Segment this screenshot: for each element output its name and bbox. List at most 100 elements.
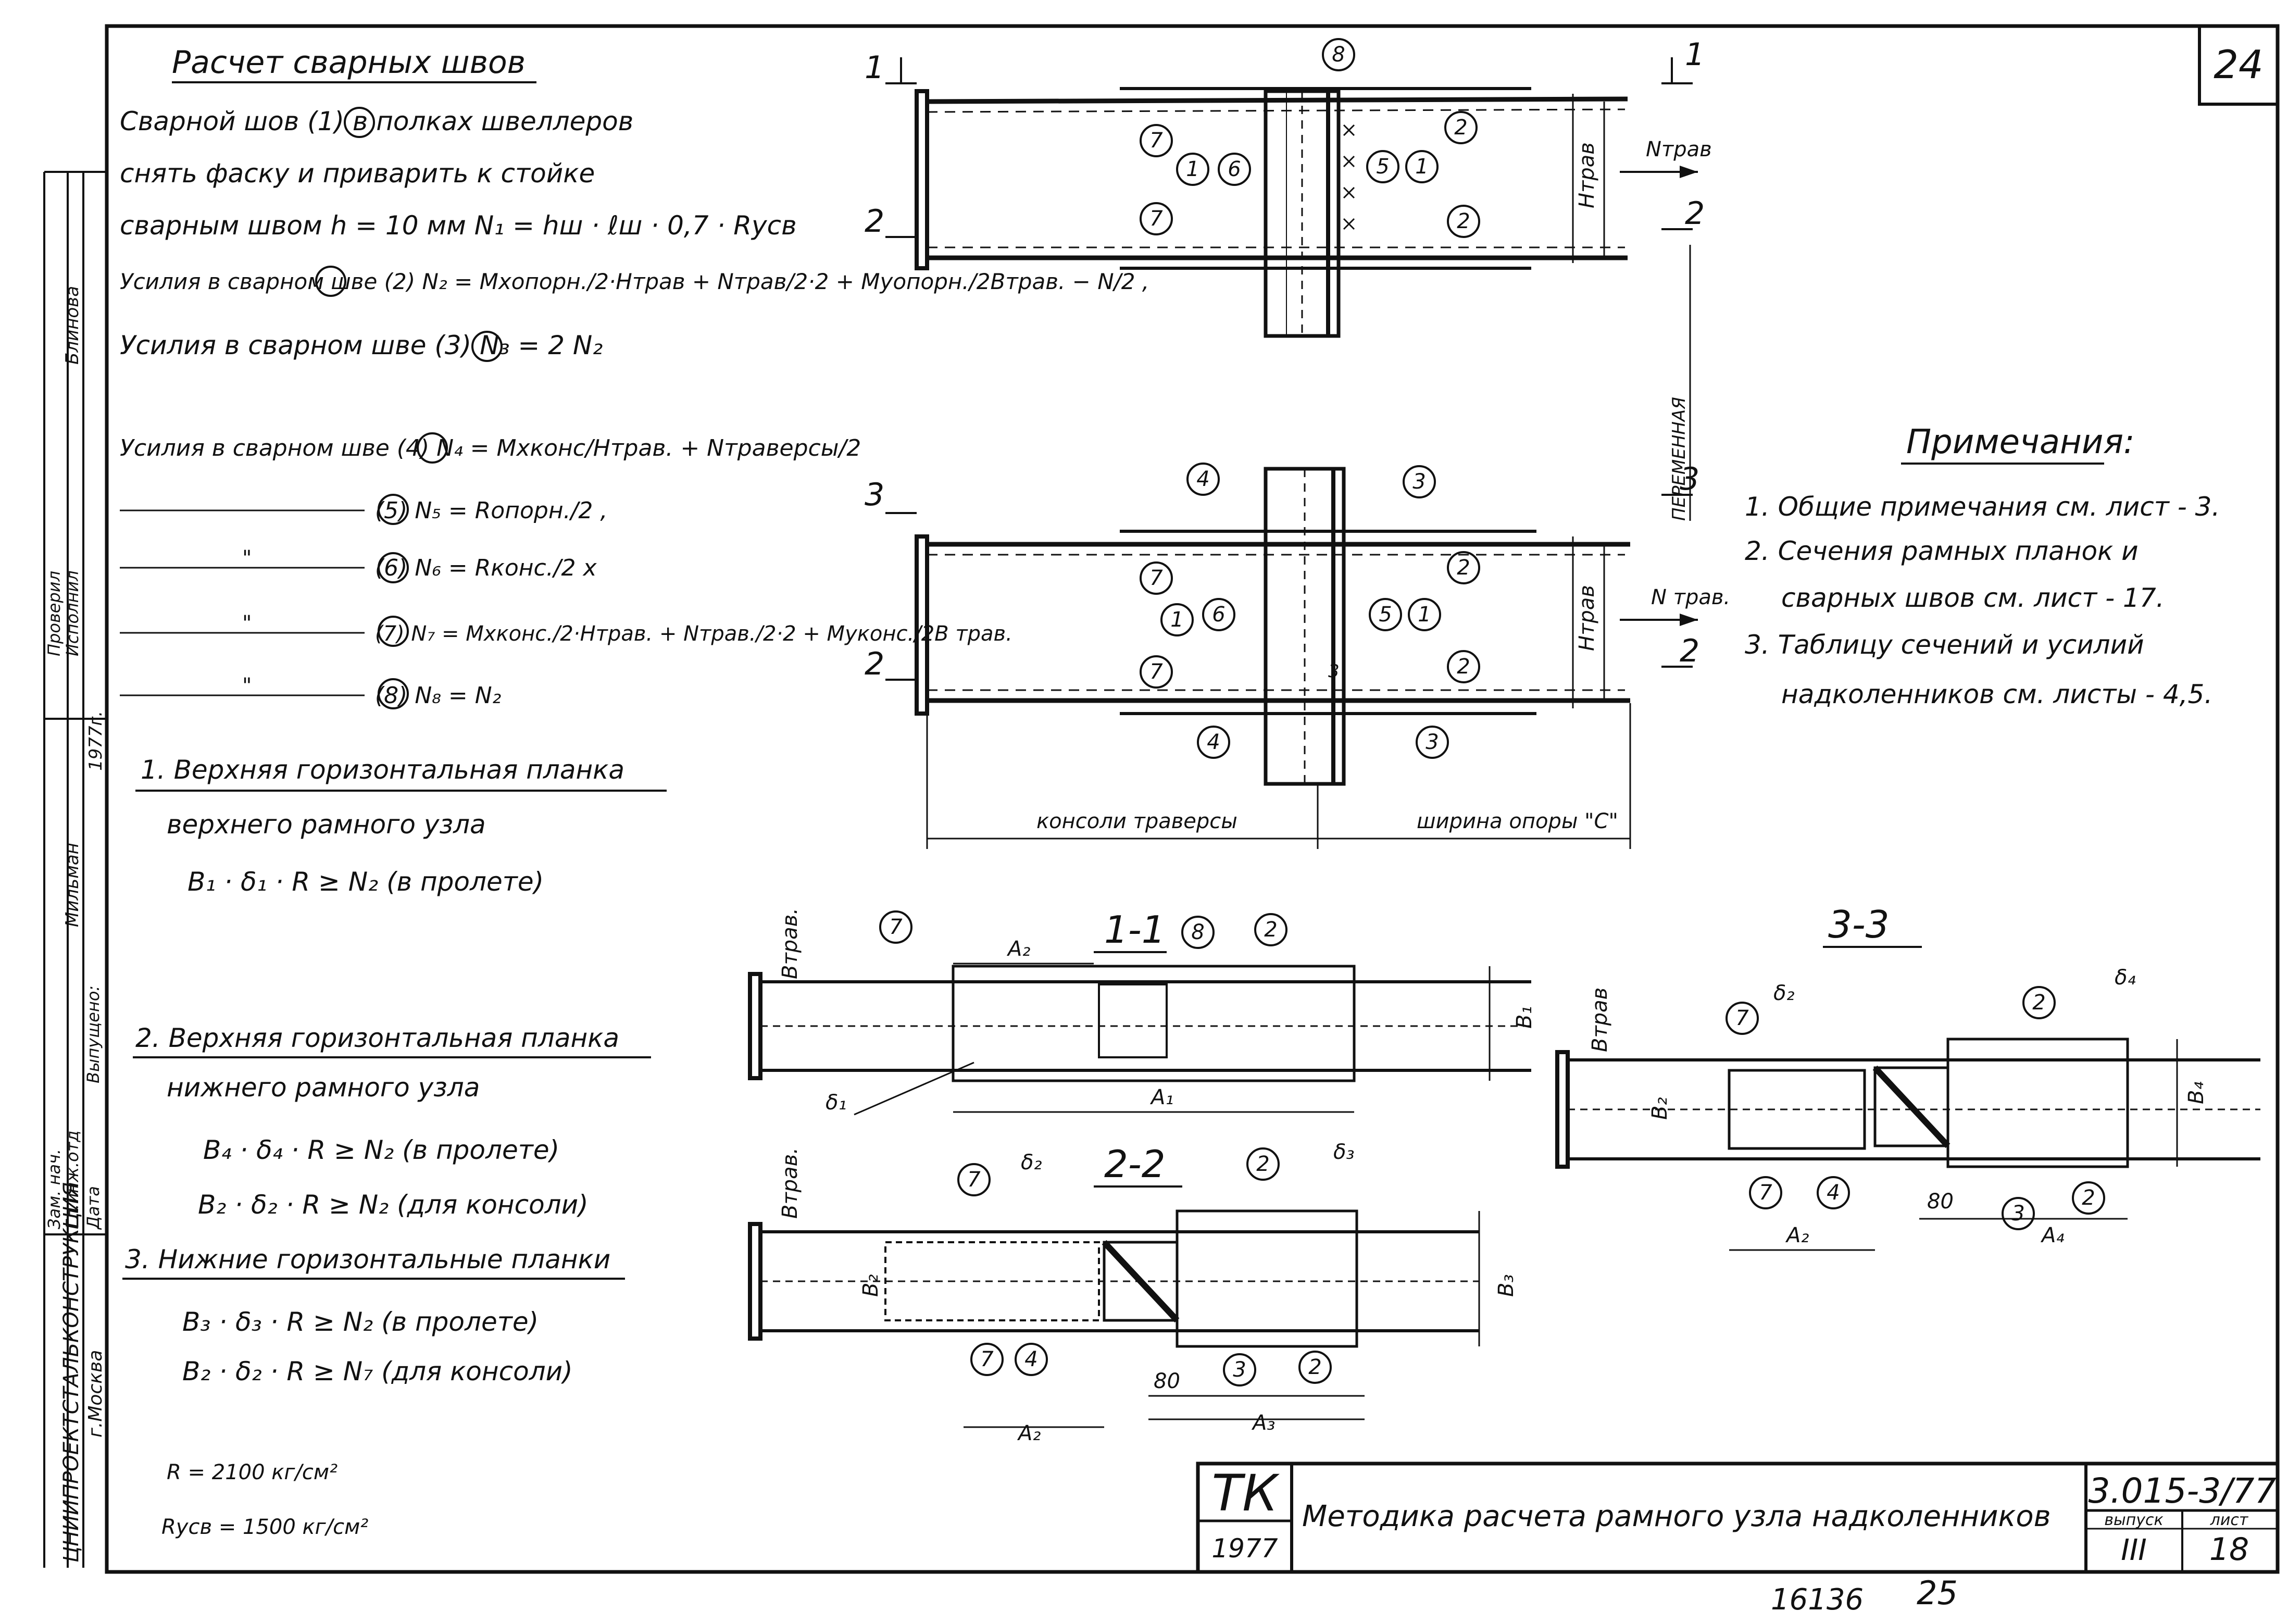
- note-3: сварных швов см. лист - 17.: [1781, 583, 2165, 613]
- top-weld-2a: 2: [1454, 116, 1467, 140]
- note-2: 2. Сечения рамных планок и: [1745, 536, 2139, 566]
- s22-btrav: Bтрав.: [778, 1147, 802, 1219]
- weld5-line: (5) N₅ = Rопорн./2 ,: [375, 497, 607, 524]
- s22-d2: δ₂: [1021, 1151, 1042, 1175]
- top-weld-1b: 1: [1415, 155, 1428, 179]
- corner-box: [2198, 24, 2279, 106]
- top-weld-5: 5: [1376, 155, 1389, 179]
- section-3-3-title: 3-3: [1828, 903, 1890, 946]
- s33-b4: B₄: [2184, 1082, 2208, 1104]
- s22-weld-2a: 2: [1256, 1152, 1269, 1176]
- s22-weld-2b: 2: [1308, 1355, 1321, 1379]
- console-label: консоли траверсы: [1036, 809, 1237, 833]
- note-1: 1. Общие примечания см. лист - 3.: [1745, 492, 2220, 522]
- bot-weld-7a: 7: [1149, 566, 1163, 590]
- calc-title: Расчет сварных швов: [172, 44, 526, 81]
- stamp-code: 3.015-3/77: [2089, 1471, 2277, 1511]
- heading-3-f2: B₂ · δ₂ · R ≥ N₇ (для консоли): [182, 1356, 573, 1386]
- side-label-2: Гл.инж.отд: [62, 1130, 82, 1229]
- weld1-line-1: Сварной шов (1) в полках швеллеров: [120, 106, 633, 136]
- s22-80: 80: [1154, 1369, 1180, 1393]
- s22-weld-7b: 7: [980, 1347, 994, 1371]
- s33-d4: δ₄: [2115, 966, 2136, 990]
- s22-b2: B₂: [859, 1275, 883, 1297]
- cut-mark-3-right: 3: [1680, 461, 1699, 497]
- top-weld-6: 6: [1228, 157, 1241, 181]
- s22-d3: δ₃: [1333, 1140, 1355, 1164]
- weld7-line: (7) N₇ = Mхконс./2·Hтрав. + Nтрав./2·2 +…: [375, 622, 1012, 646]
- s22-weld-3: 3: [1233, 1358, 1246, 1382]
- s22-a2: A₂: [1017, 1421, 1041, 1445]
- weld6-line: (6) N₆ = Rконс./2 x: [375, 555, 597, 581]
- cut-mark-3-left: 3: [865, 477, 884, 513]
- weld3-line: Усилия в сварном шве (3) N₃ = 2 N₂: [120, 330, 603, 360]
- cut-mark-1-left: 1: [865, 49, 884, 86]
- s11-btrav: Bтрав.: [778, 908, 802, 979]
- heading-3: 3. Нижние горизонтальные планки: [125, 1244, 610, 1275]
- heading-3-f1: B₃ · δ₃ · R ≥ N₂ (в пролете): [182, 1307, 539, 1337]
- s33-weld-3: 3: [2011, 1202, 2024, 1226]
- bot-weld-2a: 2: [1457, 556, 1470, 580]
- s33-weld-4: 4: [1827, 1181, 1840, 1205]
- section-2-2-title: 2-2: [1104, 1142, 1166, 1186]
- side-org: ЦНИИПРОЕКТСТАЛЬКОНСТРУКЦИЯ: [59, 1182, 83, 1563]
- top-weld-2b: 2: [1457, 209, 1470, 233]
- s11-a1: A₁: [1149, 1085, 1173, 1109]
- top-weld-8: 8: [1332, 43, 1345, 67]
- ditto-1: ": [242, 546, 252, 570]
- s22-a3: A₃: [1251, 1411, 1275, 1435]
- heading-1-sub: верхнего рамного узла: [167, 809, 486, 840]
- s33-weld-2b: 2: [2082, 1186, 2095, 1210]
- lower-node-elevation: Hтрав N трав. 3 3 3 2 2 4 3 7 2 1 6 5 1 …: [865, 461, 1730, 849]
- top-weld-7a: 7: [1149, 129, 1163, 153]
- text-weld-circles: [315, 107, 503, 709]
- weld1-line-3: сварным швом h = 10 мм N₁ = hш · ℓш · 0,…: [120, 210, 797, 241]
- note-4: 3. Таблицу сечений и усилий: [1745, 630, 2144, 660]
- section-1-1-title: 1-1: [1104, 908, 1166, 952]
- s11-a2: A₂: [1006, 937, 1030, 961]
- h-trav-label-top: Hтрав: [1575, 142, 1599, 208]
- stamp-tk: ТК: [1212, 1464, 1280, 1522]
- s11-weld-8: 8: [1191, 920, 1204, 944]
- weld8-line: (8) N₈ = N₂: [375, 682, 501, 709]
- side-label-3: Проверил: [44, 571, 64, 656]
- s33-btrav: Bтрав: [1588, 988, 1612, 1052]
- cut-mark-1-right: 1: [1685, 36, 1705, 73]
- cut-mark-2-left: 2: [865, 203, 884, 240]
- title-stamp: ТК 1977 Методика расчета рамного узла на…: [1196, 1461, 2280, 1574]
- side-strip: ЦНИИПРОЕКТСТАЛЬКОНСТРУКЦИЯ г.Москва Зам.…: [43, 171, 107, 1568]
- ditto-3: ": [242, 674, 252, 698]
- bot-weld-3b: 3: [1426, 730, 1439, 754]
- bot-weld-1a: 1: [1170, 608, 1183, 632]
- ry-value: Rусв = 1500 кг/см²: [161, 1515, 368, 1539]
- variable-label: ПЕРЕМЕННАЯ: [1669, 397, 1690, 521]
- side-name-3: 1977г.: [85, 711, 106, 771]
- footer-number-1: 16136: [1771, 1583, 1864, 1617]
- side-label-1: Зам. нач.: [44, 1149, 64, 1229]
- section-1-1: 1-1 Bтрав. A₂ A₁ B₁ δ₁ 7 8 2: [748, 908, 1536, 1116]
- s33-a4: A₄: [2040, 1223, 2064, 1247]
- cut-mark-2b-right: 2: [1680, 633, 1699, 669]
- bot-weld-4a: 4: [1196, 467, 1209, 491]
- s33-d2: δ₂: [1773, 981, 1795, 1005]
- side-name-1: Блинова: [62, 286, 83, 365]
- heading-1: 1. Верхняя горизонтальная планка: [141, 755, 624, 785]
- footer-number-2: 25: [1917, 1574, 1958, 1612]
- heading-2-sub: нижнего рамного узла: [167, 1072, 480, 1103]
- weld-size-3: 3: [1328, 661, 1340, 682]
- bot-weld-7b: 7: [1149, 660, 1163, 684]
- bot-weld-5: 5: [1379, 603, 1392, 627]
- s33-80: 80: [1927, 1190, 1954, 1214]
- s33-weld-7a: 7: [1735, 1006, 1749, 1030]
- bot-weld-2b: 2: [1457, 655, 1470, 679]
- stamp-title: Методика расчета рамного узла надколенни…: [1302, 1500, 2051, 1533]
- side-label-5: Дата: [83, 1186, 103, 1230]
- s33-weld-7b: 7: [1759, 1181, 1772, 1205]
- stamp-year: 1977: [1211, 1533, 1278, 1564]
- notes-title: Примечания:: [1906, 423, 2135, 461]
- top-weld-1a: 1: [1186, 157, 1199, 181]
- heading-2-f1: B₄ · δ₄ · R ≥ N₂ (в пролете): [203, 1135, 559, 1165]
- stamp-list-label: лист: [2210, 1511, 2249, 1529]
- s33-b2: B₂: [1648, 1097, 1672, 1120]
